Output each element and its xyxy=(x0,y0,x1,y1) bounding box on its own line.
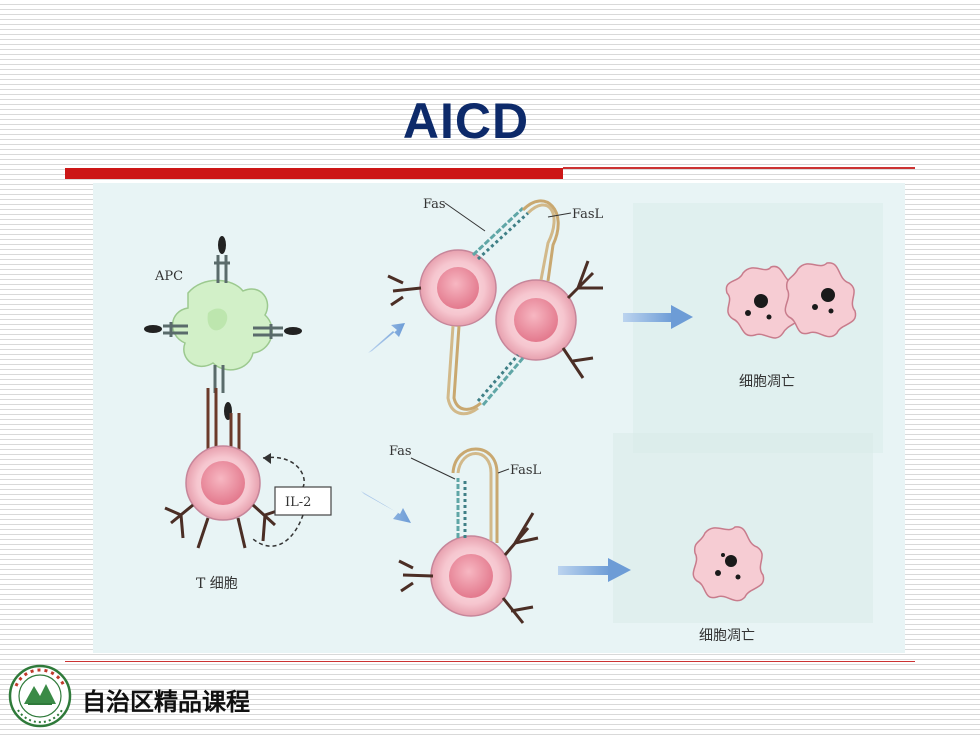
il2-feedback-arrow xyxy=(252,456,305,547)
aicd-diagram: APC IL-2 T 细胞 xyxy=(93,183,905,653)
fasl-label-top: FasL xyxy=(572,207,604,222)
t-cell xyxy=(185,445,261,521)
cell-bottom xyxy=(430,535,512,617)
arrow-to-apoptosis-bottom xyxy=(558,558,631,582)
slide-title: AICD xyxy=(402,93,530,149)
apoptotic-cells-top xyxy=(725,262,857,339)
footer-divider xyxy=(65,661,915,662)
t-cell-label: T 细胞 xyxy=(196,576,238,592)
cell-pair-top xyxy=(419,249,577,361)
apoptosis-label-bottom: 细胞凋亡 xyxy=(699,628,755,644)
fas-label-bottom: Fas xyxy=(389,444,412,459)
title-underline-thin xyxy=(563,167,915,169)
il2-label: IL-2 xyxy=(285,495,311,510)
fasl-label-bottom: FasL xyxy=(510,463,542,478)
fas-label-top: Fas xyxy=(423,197,446,212)
apc-label: APC xyxy=(154,269,183,284)
arrow-to-apoptosis-top xyxy=(623,305,693,329)
university-logo-icon xyxy=(8,664,72,728)
footer-course-label: 自治区精品课程 xyxy=(82,688,250,716)
apoptosis-label-top: 细胞凋亡 xyxy=(739,374,795,390)
apoptotic-cell-bottom xyxy=(692,526,765,602)
title-underline-thick xyxy=(65,168,563,179)
apc-cell xyxy=(171,279,273,371)
